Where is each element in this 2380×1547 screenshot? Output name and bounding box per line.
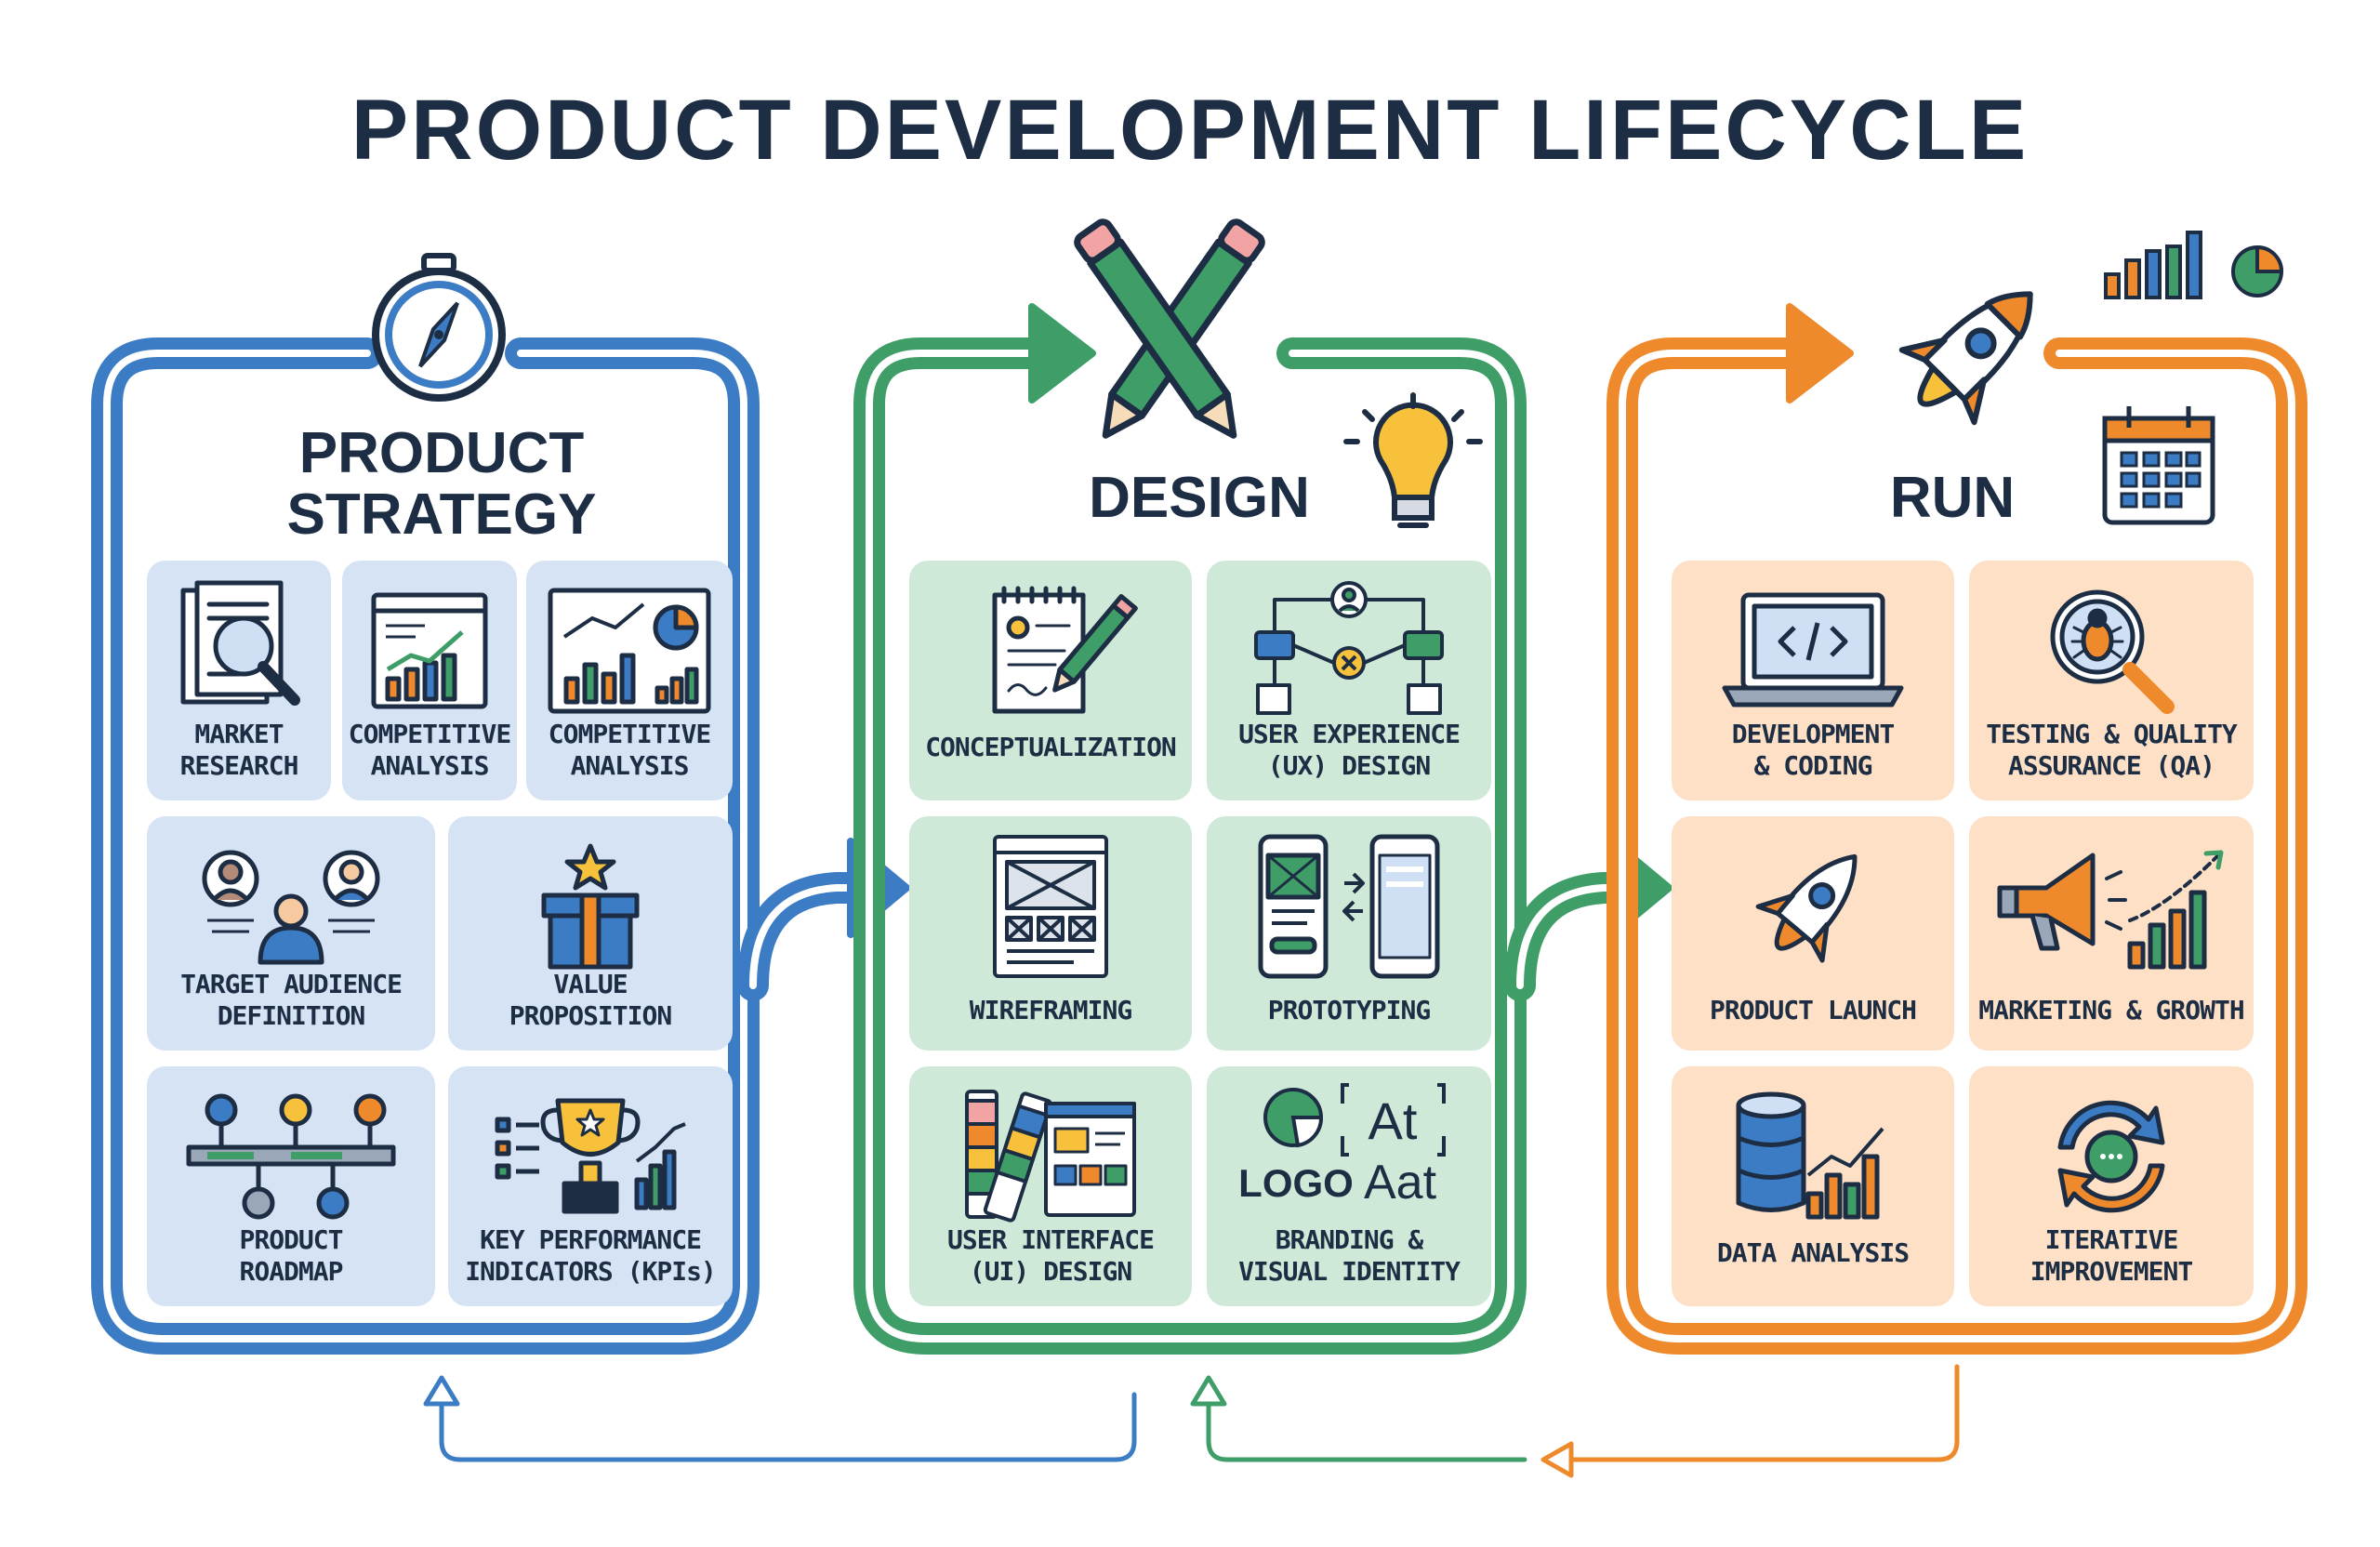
logo-type-icon: At LOGO Aat <box>1207 1076 1491 1215</box>
page-title: PRODUCT DEVELOPMENT LIFECYCLE <box>350 83 2030 178</box>
browser-chart-icon <box>342 581 517 721</box>
run-loop <box>1606 303 2307 1355</box>
card-label: WIREFRAMING <box>969 995 1132 1025</box>
card-label: BRANDING &VISUAL IDENTITY <box>1238 1224 1461 1287</box>
dashboard-chart-icon <box>526 581 733 721</box>
card-wireframing[interactable]: WIREFRAMING <box>909 816 1192 1051</box>
cycle-icon <box>1969 1087 2254 1226</box>
card-label: USER EXPERIENCE(UX) DESIGN <box>1238 719 1461 781</box>
wireframe-icon <box>909 835 1192 978</box>
laptop-code-icon <box>1672 581 1954 721</box>
card-label: USER INTERFACE(UI) DESIGN <box>946 1224 1155 1287</box>
logo-sample-aat: Aat <box>1364 1156 1437 1210</box>
megaphone-icon <box>1969 837 2254 976</box>
lightbulb-icon <box>1343 392 1483 528</box>
swatches-icon <box>909 1087 1192 1226</box>
card-data-analysis[interactable]: DATA ANALYSIS <box>1672 1066 1954 1306</box>
card-ux-design[interactable]: USER EXPERIENCE(UX) DESIGN <box>1207 561 1491 800</box>
trophy-icon <box>448 1087 733 1226</box>
card-branding[interactable]: At LOGO Aat BRANDING &VISUAL IDENTITY <box>1207 1066 1491 1306</box>
phase-title-line: DESIGN <box>1089 466 1310 530</box>
audience-icon <box>147 837 435 976</box>
card-label: DATA ANALYSIS <box>1716 1237 1910 1268</box>
card-prototyping[interactable]: PROTOTYPING <box>1207 816 1491 1051</box>
card-label: CONCEPTUALIZATION <box>925 732 1177 762</box>
phones-icon <box>1207 834 1491 979</box>
card-label: DEVELOPMENT& CODING <box>1731 719 1895 781</box>
card-label: PRODUCT LAUNCH <box>1709 995 1917 1025</box>
phase-title-design: DESIGN <box>1013 468 1385 529</box>
database-chart-icon <box>1672 1087 1954 1226</box>
sketchpad-icon <box>909 581 1192 721</box>
calendar-icon <box>2102 406 2215 525</box>
compass-icon <box>372 253 506 402</box>
logo-sample-at: At <box>1368 1091 1418 1150</box>
magnifier-document-icon <box>147 580 331 721</box>
phase-title-line: PRODUCT <box>298 421 585 485</box>
card-development[interactable]: DEVELOPMENT& CODING <box>1672 561 1954 800</box>
feedback-arrows <box>423 1364 1960 1478</box>
rocket-icon <box>1898 291 2033 426</box>
pie-icon <box>2231 245 2284 298</box>
crossed-pencils-icon <box>1074 218 1265 439</box>
roadmap-icon <box>147 1087 435 1226</box>
card-product-launch[interactable]: PRODUCT LAUNCH <box>1672 816 1954 1051</box>
phase-title-strategy: PRODUCT STRATEGY <box>223 423 660 546</box>
gift-star-icon <box>448 837 733 976</box>
rocket-icon <box>1672 837 1954 976</box>
card-label: PROTOTYPING <box>1267 995 1431 1025</box>
phase-title-line: RUN <box>1889 466 2016 530</box>
card-label: MARKETING & GROWTH <box>1978 995 2244 1025</box>
card-conceptualization[interactable]: CONCEPTUALIZATION <box>909 561 1192 800</box>
bug-magnifier-icon <box>1969 581 2254 721</box>
card-marketing-growth[interactable]: MARKETING & GROWTH <box>1969 816 2254 1051</box>
phase-title-line: STRATEGY <box>286 483 597 547</box>
phase-title-run: RUN <box>1822 468 2082 529</box>
mini-chart-icon <box>2104 231 2202 299</box>
card-ui-design[interactable]: USER INTERFACE(UI) DESIGN <box>909 1066 1192 1306</box>
user-flow-icon <box>1207 581 1491 721</box>
logo-sample-logo: LOGO <box>1238 1161 1354 1205</box>
